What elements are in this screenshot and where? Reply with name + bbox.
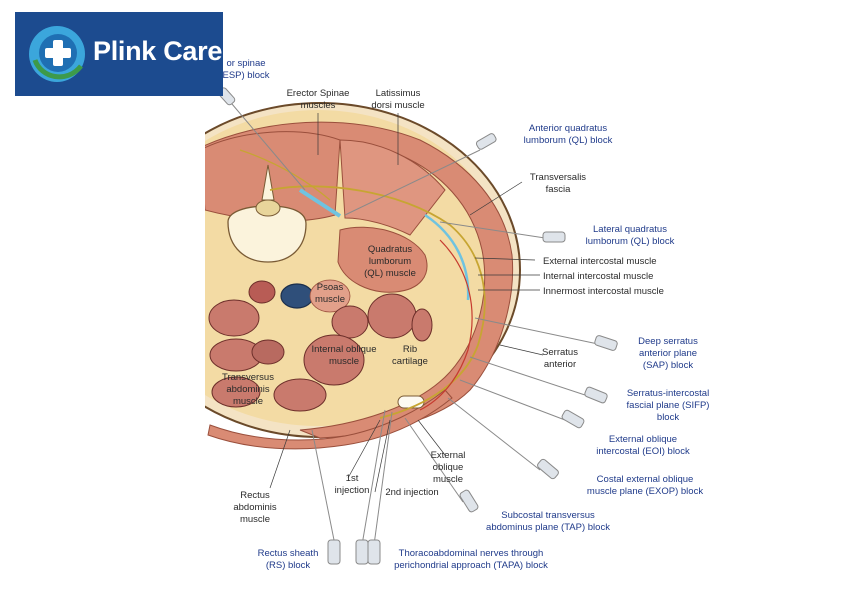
label-rs-block: Rectus sheath(RS) block [258, 548, 319, 571]
eoi-needle [459, 379, 585, 429]
sifp-needle [469, 356, 608, 404]
fascia-highlight-back [298, 188, 342, 218]
needles [217, 87, 618, 565]
bowel-3 [411, 308, 433, 342]
rs-needle [311, 429, 341, 565]
bowel-7 [303, 334, 365, 386]
bowel-8 [273, 378, 327, 412]
spinous-process [261, 164, 275, 201]
cross-section [205, 102, 521, 450]
label-internal-intercostal: Internal intercostal muscle [543, 271, 653, 282]
label-injection2: 2nd injection [385, 487, 438, 498]
label-external-intercostal: External intercostal muscle [543, 256, 657, 267]
anterior-ql-needle [344, 133, 497, 216]
brand-logo: Plink Care [15, 12, 223, 96]
nerve-branch [239, 149, 331, 201]
plus-shield-icon [29, 26, 85, 82]
vertebra-body [227, 205, 307, 263]
tapa-needle-2 [367, 411, 393, 565]
sap-needle [474, 317, 618, 351]
brand-name: Plink Care [93, 36, 223, 66]
kidney-left [248, 280, 276, 304]
nerve-main [269, 185, 486, 419]
bowel-1 [331, 305, 369, 339]
label-innermost-intercostal: Innermost intercostal muscle [543, 286, 664, 297]
aorta [280, 283, 314, 309]
leader-lines [269, 113, 544, 493]
tap-needle [404, 417, 479, 513]
bowel-4 [208, 299, 260, 337]
bowel-6 [251, 339, 285, 365]
spinal-canal [255, 199, 281, 217]
rib-cartilage-shape [397, 395, 425, 409]
red-intercostal-line [419, 239, 473, 411]
bowel-9 [211, 376, 261, 408]
quadratus-muscle [337, 226, 428, 293]
anterior-wall-muscle [207, 389, 453, 450]
bowel-2 [367, 293, 417, 339]
lateral-ql-needle [439, 221, 566, 243]
intercostal-labels: External intercostal muscle Internal int… [543, 256, 664, 297]
psoas-muscle [309, 279, 351, 313]
tapa-needle-1 [355, 409, 386, 565]
back-muscles-right [339, 139, 446, 236]
exop-needle [447, 397, 559, 480]
